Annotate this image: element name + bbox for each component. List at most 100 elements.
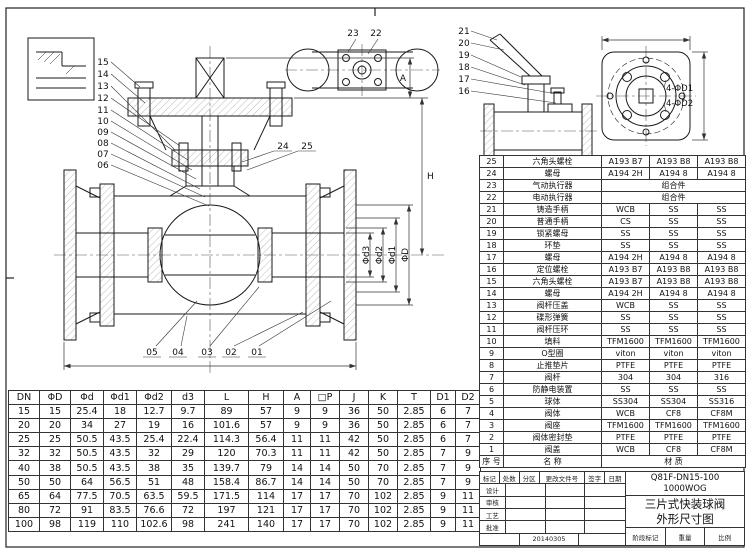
table-cell: 114 — [248, 488, 284, 504]
table-cell: A194 8 — [649, 167, 698, 180]
table-cell: 77.5 — [70, 488, 104, 504]
table-cell: ΦD — [39, 389, 71, 406]
part-label-05: 05 — [146, 348, 157, 358]
table-cell: 25 — [39, 432, 71, 448]
design-date-cell — [546, 484, 586, 496]
table-cell: 7 — [455, 404, 481, 420]
table-cell: SS — [697, 215, 746, 228]
table-cell: Φd2 — [136, 389, 172, 406]
table-cell: viton — [649, 347, 698, 360]
table-cell: 7 — [430, 446, 456, 462]
table-cell: CS — [601, 215, 650, 228]
table-cell: 70.5 — [103, 488, 137, 504]
part-label-07: 07 — [97, 150, 108, 160]
table-cell: 43.5 — [103, 446, 137, 462]
table-cell: 70 — [339, 502, 369, 518]
approve-date-cell — [546, 521, 586, 533]
weight-label: 重量 — [666, 528, 706, 545]
table-cell: 2.85 — [397, 460, 431, 476]
table-cell: Φd1 — [103, 389, 137, 406]
table-cell: 15 — [479, 275, 504, 288]
table-cell: 14 — [479, 287, 504, 300]
table-cell: J — [339, 389, 369, 406]
rev-zone-label: 分区 — [520, 472, 540, 484]
table-cell: 15 — [39, 404, 71, 420]
drawing-number-cell: Q81F-DN15-100 1000WOG — [626, 472, 744, 496]
title-block-revision-area: 标记 处数 分区 更改文件号 签字 日期 设计 审核 工艺 批准 — [480, 472, 626, 545]
table-cell: 70 — [339, 516, 369, 532]
table-cell: 25 — [479, 155, 504, 168]
table-cell: 16 — [171, 418, 205, 434]
table-cell: 17 — [310, 502, 340, 518]
flange-view — [601, 51, 691, 141]
table-cell: 螺母 — [503, 287, 602, 300]
table-cell: CF8 — [649, 407, 698, 420]
table-cell: 11 — [455, 502, 481, 518]
table-cell: A193 B8 — [649, 263, 698, 276]
table-cell: 65 — [8, 488, 40, 504]
table-cell: WCB — [601, 407, 650, 420]
table-cell: Φd — [70, 389, 104, 406]
part-label-18: 18 — [458, 63, 470, 73]
table-row: 序 号名 称材 质 — [479, 455, 746, 468]
part-label-01: 01 — [251, 348, 262, 358]
table-cell: SS — [697, 227, 746, 240]
part-label-02: 02 — [225, 348, 236, 358]
table-cell: 2.85 — [397, 418, 431, 434]
table-cell: 57 — [248, 418, 284, 434]
table-cell: viton — [697, 347, 746, 360]
rev-docno-label: 更改文件号 — [540, 472, 586, 484]
table-cell: 304 — [649, 371, 698, 384]
table-cell: 铸造手柄 — [503, 203, 602, 216]
table-cell: SS304 — [649, 395, 698, 408]
table-cell: SS — [649, 383, 698, 396]
scale-label: 比例 — [718, 533, 732, 542]
part-label-15: 15 — [97, 58, 108, 68]
table-cell: 20 — [8, 418, 40, 434]
rev-date-label: 日期 — [608, 474, 622, 483]
table-cell: 12 — [479, 311, 504, 324]
table-cell: 球体 — [503, 395, 602, 408]
table-cell: 11 — [310, 446, 340, 462]
dim-label-D: ΦD — [401, 248, 411, 262]
table-cell: 7 — [430, 460, 456, 476]
stage-label: 阶段标记 — [626, 528, 666, 545]
part-label-10: 10 — [97, 117, 109, 127]
table-cell: 组合件 — [601, 179, 746, 192]
spare-cell — [585, 497, 625, 508]
table-cell: 59.5 — [171, 488, 205, 504]
table-cell: WCB — [601, 443, 650, 456]
table-cell: 32 — [8, 446, 40, 462]
table-cell: A193 B8 — [697, 155, 746, 168]
table-cell: SS — [601, 323, 650, 336]
table-cell: 139.7 — [204, 460, 249, 476]
table-cell: SS — [697, 323, 746, 336]
table-cell: 70.3 — [248, 446, 284, 462]
table-cell: PTFE — [649, 431, 698, 444]
table-cell: 42 — [339, 432, 369, 448]
part-label-17: 17 — [458, 75, 469, 85]
table-cell: 140 — [248, 516, 284, 532]
dim-label-d1: Φd1 — [388, 246, 398, 265]
table-cell: A194 8 — [697, 287, 746, 300]
table-cell: 11 — [455, 488, 481, 504]
dim-label-d2: Φd2 — [375, 246, 385, 265]
table-cell: 38 — [39, 460, 71, 476]
table-cell: 50 — [339, 460, 369, 476]
dimension-arrowheads — [64, 37, 707, 369]
table-cell: 102 — [368, 488, 398, 504]
table-cell: 阀体 — [503, 407, 602, 420]
table-cell: SS — [601, 239, 650, 252]
table-cell: 普通手柄 — [503, 215, 602, 228]
drawing-title-cell: 三片式快装球阀 外形尺寸图 — [626, 496, 744, 528]
